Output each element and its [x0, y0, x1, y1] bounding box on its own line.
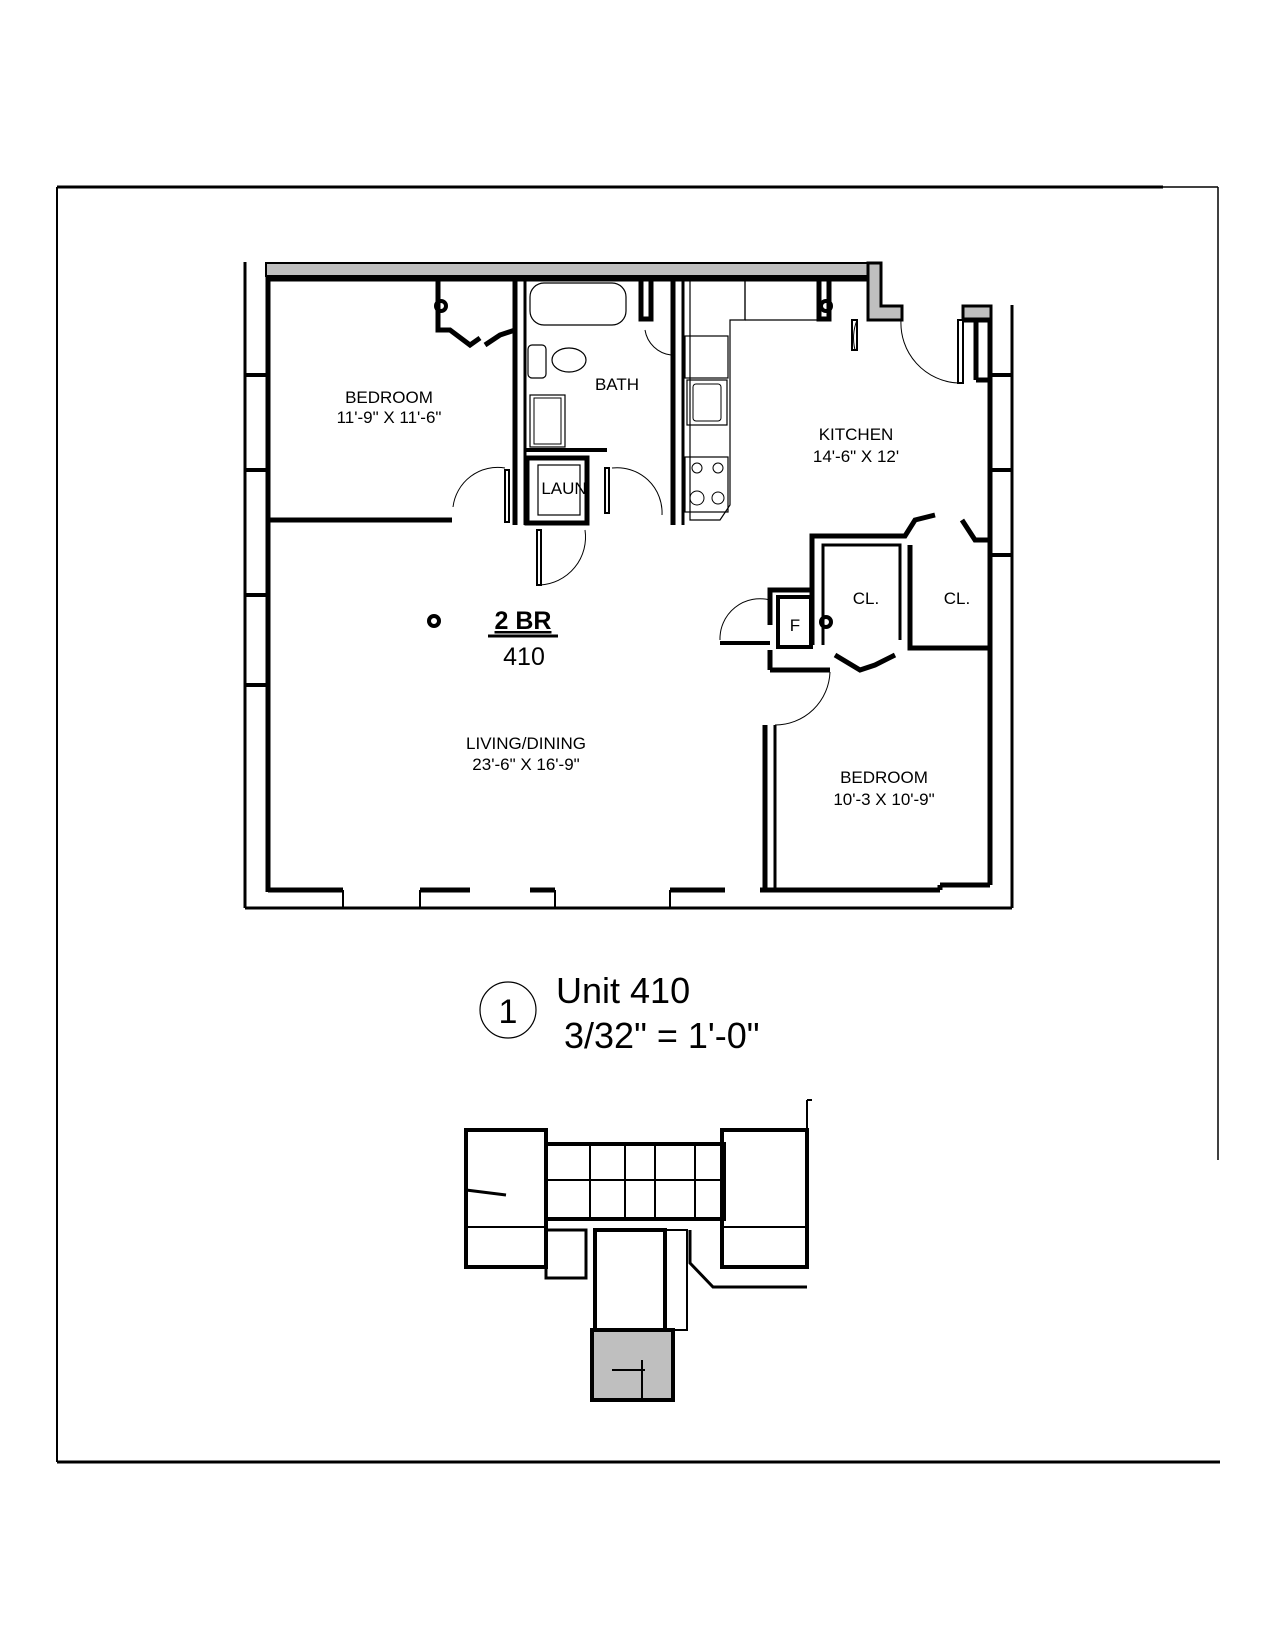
room-closet1-name: CL.	[853, 589, 879, 608]
room-bedroom2-name: BEDROOM	[840, 768, 928, 787]
highlighted-unit	[590, 1328, 675, 1402]
key-plan	[464, 1099, 812, 1402]
drawing-title: 1 Unit 410 3/32" = 1'-0"	[479, 970, 760, 1056]
unit-type-label: 2 BR	[495, 607, 552, 635]
detail-number-bubble	[479, 981, 537, 1039]
room-bedroom2-dims: 10'-3 X 10'-9"	[833, 790, 934, 809]
room-labels: BEDROOM 11'-9" X 11'-6" BATH LAUN KITCHE…	[337, 375, 971, 809]
room-kitchen-dims: 14'-6" X 12'	[813, 447, 899, 466]
drawing-title-text: Unit 410	[556, 970, 690, 1011]
room-bedroom1-name: BEDROOM	[345, 388, 433, 407]
sheet-border	[56, 185, 1220, 1464]
unit-number-label: 410	[503, 643, 545, 671]
room-laundry-name: LAUN	[541, 479, 586, 498]
room-kitchen-name: KITCHEN	[819, 425, 894, 444]
room-fridge-label: F	[790, 616, 800, 635]
room-bath-name: BATH	[595, 375, 639, 394]
detail-number: 1	[499, 993, 518, 1031]
room-bedroom1-dims: 11'-9" X 11'-6"	[337, 408, 442, 427]
room-closet2-name: CL.	[944, 589, 970, 608]
existing-wall	[265, 262, 882, 277]
room-living-name: LIVING/DINING	[466, 734, 586, 753]
room-living-dims: 23'-6" X 16'-9"	[472, 755, 579, 774]
unit-floor-plan	[243, 261, 1014, 910]
drawing-scale-text: 3/32" = 1'-0"	[564, 1015, 760, 1056]
column-marker	[427, 614, 441, 628]
